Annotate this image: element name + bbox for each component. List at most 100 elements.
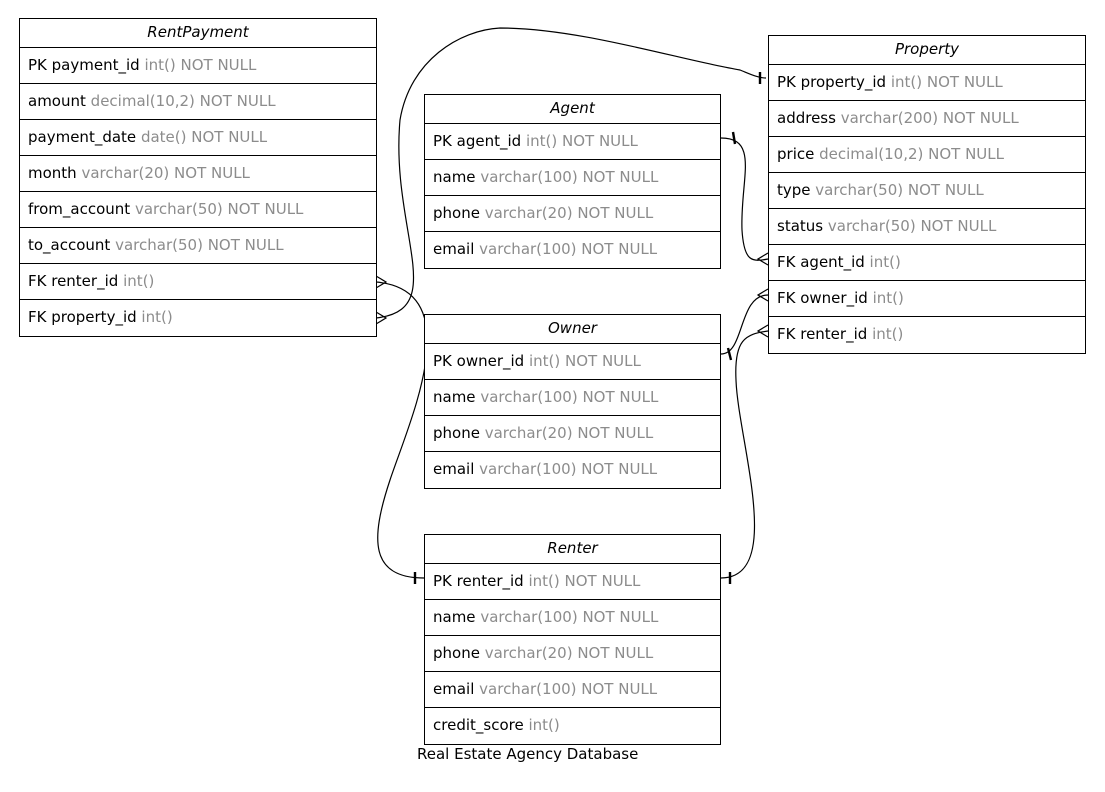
rel-rentpayment-property bbox=[375, 27, 767, 319]
field-row: amount decimal(10,2) NOT NULL bbox=[20, 84, 376, 120]
field-name: PK renter_id bbox=[433, 572, 524, 590]
field-row: PK payment_id int() NOT NULL bbox=[20, 48, 376, 84]
field-row: type varchar(50) NOT NULL bbox=[769, 173, 1085, 209]
field-row: from_account varchar(50) NOT NULL bbox=[20, 192, 376, 228]
field-name: month bbox=[28, 164, 77, 182]
rel-rentpayment-renter bbox=[375, 281, 428, 579]
field-row: FK renter_id int() bbox=[769, 317, 1085, 353]
field-row: credit_score int() bbox=[425, 708, 720, 744]
entity-title: Property bbox=[769, 36, 1085, 65]
field-row: address varchar(200) NOT NULL bbox=[769, 101, 1085, 137]
field-type: int() NOT NULL bbox=[890, 73, 1003, 91]
many-marker bbox=[375, 311, 388, 325]
one-marker bbox=[726, 347, 733, 361]
field-name: FK property_id bbox=[28, 308, 137, 326]
field-name: from_account bbox=[28, 200, 131, 218]
field-row: payment_date date() NOT NULL bbox=[20, 120, 376, 156]
entity-property: Property PK property_id int() NOT NULL a… bbox=[768, 35, 1086, 354]
field-row: phone varchar(20) NOT NULL bbox=[425, 636, 720, 672]
field-type: int() bbox=[869, 253, 901, 271]
field-row: PK owner_id int() NOT NULL bbox=[425, 344, 720, 380]
entity-agent: Agent PK agent_id int() NOT NULL name va… bbox=[424, 94, 721, 269]
field-row: name varchar(100) NOT NULL bbox=[425, 160, 720, 196]
entity-title: Agent bbox=[425, 95, 720, 124]
field-name: to_account bbox=[28, 236, 111, 254]
field-name: FK owner_id bbox=[777, 289, 868, 307]
field-row: name varchar(100) NOT NULL bbox=[425, 380, 720, 416]
entity-title: Owner bbox=[425, 315, 720, 344]
field-name: FK agent_id bbox=[777, 253, 865, 271]
field-type: decimal(10,2) NOT NULL bbox=[819, 145, 1005, 163]
field-name: PK owner_id bbox=[433, 352, 525, 370]
field-row: FK owner_id int() bbox=[769, 281, 1085, 317]
field-type: decimal(10,2) NOT NULL bbox=[90, 92, 276, 110]
field-row: month varchar(20) NOT NULL bbox=[20, 156, 376, 192]
field-row: name varchar(100) NOT NULL bbox=[425, 600, 720, 636]
field-name: email bbox=[433, 460, 475, 478]
field-type: varchar(20) NOT NULL bbox=[81, 164, 250, 182]
field-row: PK agent_id int() NOT NULL bbox=[425, 124, 720, 160]
field-row: phone varchar(20) NOT NULL bbox=[425, 196, 720, 232]
field-name: phone bbox=[433, 204, 480, 222]
field-name: email bbox=[433, 680, 475, 698]
field-type: varchar(200) NOT NULL bbox=[840, 109, 1019, 127]
many-marker bbox=[756, 252, 769, 266]
field-row: FK property_id int() bbox=[20, 300, 376, 336]
field-name: FK renter_id bbox=[777, 325, 868, 343]
field-type: date() NOT NULL bbox=[140, 128, 268, 146]
many-marker bbox=[756, 288, 769, 302]
field-row: email varchar(100) NOT NULL bbox=[425, 452, 720, 488]
field-type: int() NOT NULL bbox=[144, 56, 257, 74]
field-type: varchar(100) NOT NULL bbox=[479, 240, 658, 258]
entity-rentpayment: RentPayment PK payment_id int() NOT NULL… bbox=[19, 18, 377, 337]
field-name: amount bbox=[28, 92, 86, 110]
field-type: varchar(20) NOT NULL bbox=[484, 644, 654, 662]
field-row: email varchar(100) NOT NULL bbox=[425, 672, 720, 708]
field-type: int() bbox=[872, 325, 904, 343]
entity-owner: Owner PK owner_id int() NOT NULL name va… bbox=[424, 314, 721, 489]
field-name: phone bbox=[433, 424, 480, 442]
field-row: PK property_id int() NOT NULL bbox=[769, 65, 1085, 101]
field-type: int() NOT NULL bbox=[528, 572, 641, 590]
field-name: PK agent_id bbox=[433, 132, 522, 150]
rel-agent-property bbox=[720, 137, 769, 261]
entity-title: RentPayment bbox=[20, 19, 376, 48]
field-type: varchar(20) NOT NULL bbox=[484, 424, 654, 442]
field-name: PK property_id bbox=[777, 73, 887, 91]
field-type: varchar(100) NOT NULL bbox=[480, 168, 659, 186]
many-marker bbox=[756, 324, 769, 338]
field-type: varchar(50) NOT NULL bbox=[115, 236, 284, 254]
field-type: int() bbox=[123, 272, 155, 290]
field-type: varchar(50) NOT NULL bbox=[827, 217, 997, 235]
field-name: address bbox=[777, 109, 836, 127]
field-name: price bbox=[777, 145, 815, 163]
field-type: varchar(100) NOT NULL bbox=[479, 680, 658, 698]
field-type: int() bbox=[528, 716, 560, 734]
one-marker bbox=[731, 131, 737, 145]
field-row: FK renter_id int() bbox=[20, 264, 376, 300]
field-name: name bbox=[433, 168, 476, 186]
field-name: name bbox=[433, 388, 476, 406]
field-name: credit_score bbox=[433, 716, 524, 734]
field-name: phone bbox=[433, 644, 480, 662]
field-row: email varchar(100) NOT NULL bbox=[425, 232, 720, 268]
field-name: FK renter_id bbox=[28, 272, 119, 290]
field-type: varchar(100) NOT NULL bbox=[480, 608, 659, 626]
field-type: varchar(50) NOT NULL bbox=[815, 181, 984, 199]
field-name: name bbox=[433, 608, 476, 626]
entity-renter: Renter PK renter_id int() NOT NULL name … bbox=[424, 534, 721, 745]
field-row: price decimal(10,2) NOT NULL bbox=[769, 137, 1085, 173]
field-row: FK agent_id int() bbox=[769, 245, 1085, 281]
field-type: varchar(100) NOT NULL bbox=[479, 460, 658, 478]
field-name: status bbox=[777, 217, 824, 235]
field-name: PK payment_id bbox=[28, 56, 140, 74]
field-row: to_account varchar(50) NOT NULL bbox=[20, 228, 376, 264]
rel-owner-property bbox=[720, 294, 769, 355]
field-type: int() bbox=[141, 308, 173, 326]
field-type: varchar(100) NOT NULL bbox=[480, 388, 659, 406]
field-name: payment_date bbox=[28, 128, 137, 146]
many-marker bbox=[375, 275, 388, 289]
field-type: int() NOT NULL bbox=[525, 132, 638, 150]
field-type: varchar(50) NOT NULL bbox=[134, 200, 304, 218]
